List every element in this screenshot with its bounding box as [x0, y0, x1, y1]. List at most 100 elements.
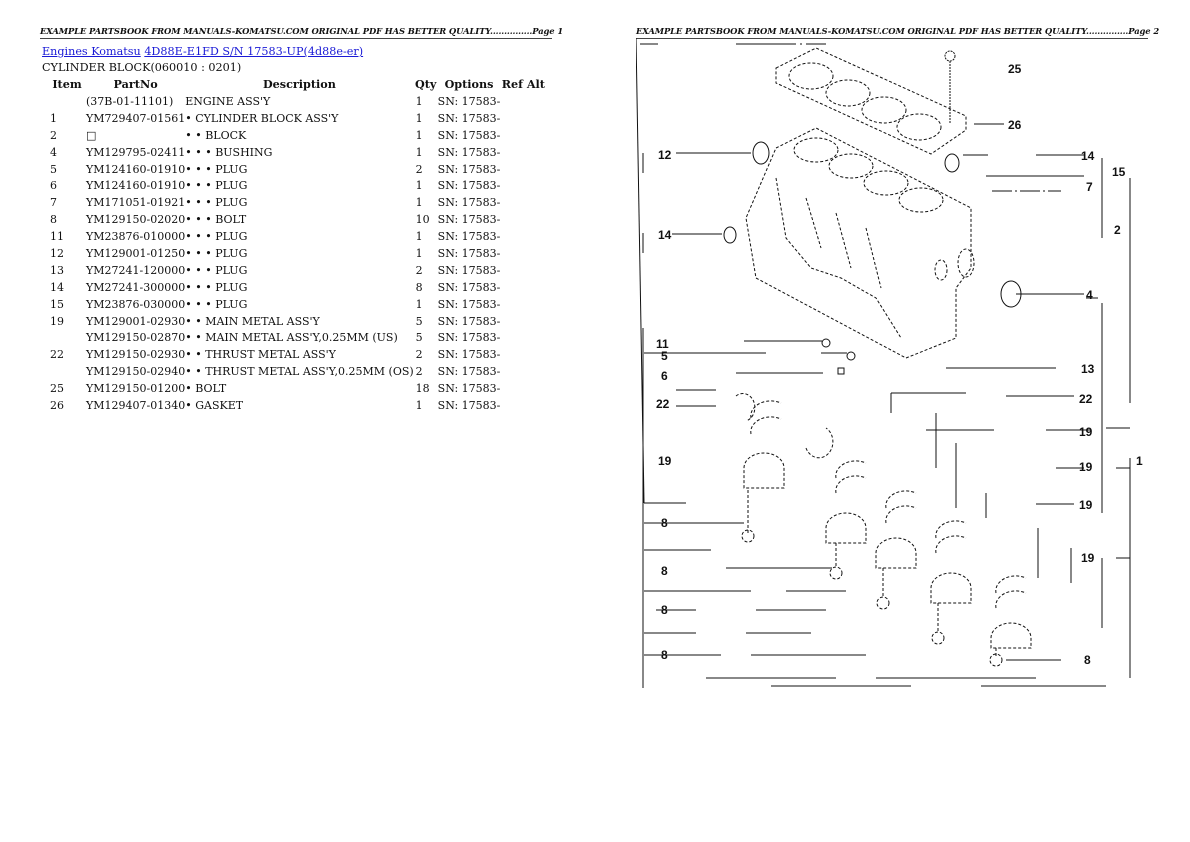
column-header-item: Item — [52, 77, 82, 91]
cell-description: • • • PLUG — [185, 263, 248, 277]
cell-qty: 2 — [415, 348, 423, 362]
cell-description: • • THRUST METAL ASS'Y,0.25MM (OS) — [185, 365, 414, 379]
callout-25: 25 — [1008, 62, 1022, 76]
cell-qty: 10 — [415, 213, 430, 227]
cell-ref-alt — [500, 380, 546, 397]
cell-ref-alt — [500, 110, 546, 127]
callout-12: 12 — [658, 148, 672, 162]
cell-partno: YM129001-01250 — [86, 246, 186, 260]
cell-item: 15 — [50, 297, 64, 311]
callout-8-e: 8 — [1084, 653, 1091, 667]
cell-qty: 1 — [415, 297, 423, 311]
cell-partno: YM129150-02930 — [86, 348, 186, 362]
cell-ref-alt — [500, 397, 546, 414]
cell-ref-alt — [500, 127, 546, 144]
callout-1: 1 — [1136, 454, 1143, 468]
cell-description: • • • BOLT — [185, 213, 247, 227]
cell-partno: YM129150-02020 — [86, 213, 186, 227]
cell-partno: YM171051-01921 — [86, 196, 186, 210]
cell-description: • CYLINDER BLOCK ASS'Y — [185, 111, 339, 125]
cell-ref-alt — [500, 245, 546, 262]
cell-options: SN: 17583- — [437, 398, 501, 412]
table-row: YM129150-02940• • THRUST METAL ASS'Y,0.2… — [42, 363, 546, 380]
cell-ref-alt — [500, 313, 546, 330]
callout-4: 4 — [1086, 288, 1093, 302]
cell-description: • • • PLUG — [185, 196, 248, 210]
cell-ref-alt — [500, 279, 546, 296]
main-bearing-drawings — [735, 393, 1032, 667]
cell-ref-alt — [500, 262, 546, 279]
cell-qty: 2 — [415, 162, 423, 176]
cell-options: SN: 17583- — [437, 179, 501, 193]
cylinder-block-drawing — [745, 127, 975, 359]
callout-19-d: 19 — [1081, 551, 1095, 565]
cell-partno: YM129150-01200 — [86, 382, 186, 396]
callout-6: 6 — [661, 369, 668, 383]
cell-partno: □ — [86, 128, 97, 142]
callout-8-d: 8 — [661, 648, 668, 662]
cell-item: 12 — [50, 246, 64, 260]
cell-item: 8 — [50, 213, 57, 227]
cell-description: • • • PLUG — [185, 162, 248, 176]
cell-description: ENGINE ASS'Y — [185, 94, 271, 108]
callout-19-left: 19 — [658, 454, 672, 468]
cell-item: 2 — [50, 128, 57, 142]
cell-qty: 1 — [415, 196, 423, 210]
cell-partno: YM129001-02930 — [86, 314, 186, 328]
cell-qty: 2 — [415, 365, 423, 379]
callout-8-b: 8 — [661, 564, 668, 578]
cell-qty: 1 — [415, 179, 423, 193]
cell-options: SN: 17583- — [437, 263, 501, 277]
cell-partno: YM129150-02870 — [86, 331, 186, 345]
column-header-ref-alt: Ref Alt — [501, 77, 545, 91]
breadcrumb-link-engines-komatsu[interactable]: Engines Komatsu — [42, 45, 141, 58]
cell-partno: YM124160-01910 — [86, 162, 186, 176]
callout-14-top: 14 — [1081, 149, 1095, 163]
cell-item: 25 — [50, 382, 64, 396]
callout-8-c: 8 — [661, 603, 668, 617]
cell-partno: YM23876-010000 — [86, 230, 186, 244]
cell-options: SN: 17583- — [437, 297, 501, 311]
cell-options: SN: 17583- — [437, 314, 501, 328]
cell-description: • • BLOCK — [185, 128, 247, 142]
cell-qty: 1 — [415, 398, 423, 412]
cell-options: SN: 17583- — [437, 348, 501, 362]
cell-item: 1 — [50, 111, 57, 125]
callout-15: 15 — [1112, 165, 1126, 179]
cell-options: SN: 17583- — [437, 213, 501, 227]
cell-item: 5 — [50, 162, 57, 176]
table-row: YM129150-02870• • MAIN METAL ASS'Y,0.25M… — [42, 329, 546, 346]
parts-table: Item PartNo Description Qty Options Ref … — [42, 76, 546, 414]
callout-19-a: 19 — [1079, 425, 1093, 439]
cell-options: SN: 17583- — [437, 331, 501, 345]
cell-item: 6 — [50, 179, 57, 193]
cell-ref-alt — [500, 211, 546, 228]
cell-options: SN: 17583- — [437, 111, 501, 125]
cell-options: SN: 17583- — [437, 280, 501, 294]
cell-qty: 1 — [415, 246, 423, 260]
cell-item: 4 — [50, 145, 57, 159]
cell-partno: YM729407-01561 — [86, 111, 186, 125]
cell-options: SN: 17583- — [437, 94, 501, 108]
callout-8-a: 8 — [661, 516, 668, 530]
cell-item: 7 — [50, 196, 57, 210]
cell-partno: YM129150-02940 — [86, 365, 186, 379]
cell-partno: YM23876-030000 — [86, 297, 186, 311]
cell-options: SN: 17583- — [437, 246, 501, 260]
breadcrumb-link-model[interactable]: 4D88E-E1FD S/N 17583-UP(4d88e-er) — [144, 45, 364, 58]
cell-partno: YM27241-300000 — [86, 280, 186, 294]
page-1-header: EXAMPLE PARTSBOOK FROM MANUALS-KOMATSU.C… — [40, 26, 563, 39]
cell-item: 22 — [50, 348, 64, 362]
cell-options: SN: 17583- — [437, 128, 501, 142]
cell-description: • • • PLUG — [185, 230, 248, 244]
callout-5: 5 — [661, 349, 668, 363]
column-header-description: Description — [262, 77, 336, 91]
cell-description: • • • BUSHING — [185, 145, 273, 159]
